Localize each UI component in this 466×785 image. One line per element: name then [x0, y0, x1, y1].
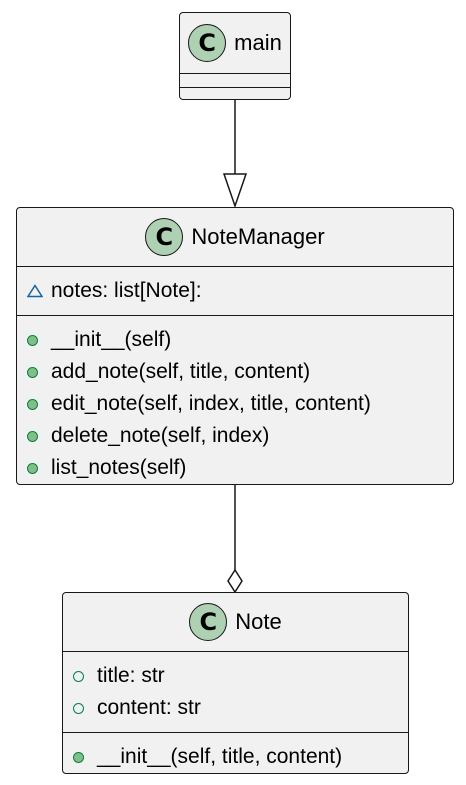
class-note-attributes: title: str content: str: [63, 652, 408, 732]
methods-divider: [63, 732, 408, 733]
methods-divider: [17, 315, 453, 316]
class-note[interactable]: C Note title: str content: str __init__(…: [62, 592, 409, 774]
attributes-divider: [180, 73, 290, 74]
public-field-icon: [73, 702, 91, 714]
method-row: edit_note(self, index, title, content): [27, 388, 453, 420]
package-visibility-icon: [27, 284, 45, 298]
class-note-manager-name: NoteManager: [191, 224, 325, 249]
class-note-manager-attributes: notes: list[Note]:: [17, 267, 453, 315]
class-main[interactable]: C main: [179, 12, 291, 100]
attributes-divider: [63, 651, 408, 652]
attribute-text: notes: list[Note]:: [51, 279, 202, 302]
aggregation-diamond: [227, 568, 243, 594]
attribute-text: content: str: [97, 696, 201, 719]
method-text: __init__(self): [51, 328, 172, 351]
public-method-icon: [27, 462, 45, 474]
method-row: delete_note(self, index): [27, 420, 453, 452]
method-row: __init__(self, title, content): [73, 741, 408, 773]
inheritance-arrowhead: [222, 173, 248, 209]
class-note-manager-methods: __init__(self) add_note(self, title, con…: [17, 316, 453, 484]
method-text: edit_note(self, index, title, content): [51, 392, 371, 415]
attribute-row: notes: list[Note]:: [27, 275, 453, 307]
attribute-text: title: str: [97, 664, 165, 687]
class-note-name: Note: [235, 609, 282, 634]
public-method-icon: [27, 366, 45, 378]
attribute-row: title: str: [73, 660, 408, 692]
method-row: list_notes(self): [27, 452, 453, 484]
class-badge-icon: C: [188, 24, 227, 62]
method-row: add_note(self, title, content): [27, 356, 453, 388]
methods-divider: [180, 87, 290, 88]
class-badge-icon: C: [189, 603, 228, 641]
class-note-manager-header: C NoteManager: [17, 208, 453, 266]
class-note-manager[interactable]: C NoteManager notes: list[Note]: __init_…: [16, 207, 454, 485]
public-method-icon: [27, 398, 45, 410]
method-text: add_note(self, title, content): [51, 360, 311, 383]
method-row: __init__(self): [27, 324, 453, 356]
class-note-header: C Note: [63, 593, 408, 651]
class-main-methods: [180, 88, 290, 101]
class-main-header: C main: [180, 13, 290, 73]
public-method-icon: [27, 430, 45, 442]
method-text: list_notes(self): [51, 456, 187, 479]
public-method-icon: [73, 751, 91, 763]
attributes-divider: [17, 266, 453, 267]
public-field-icon: [73, 670, 91, 682]
method-text: delete_note(self, index): [51, 424, 270, 447]
class-main-attributes: [180, 74, 290, 87]
method-text: __init__(self, title, content): [97, 745, 343, 768]
class-main-name: main: [234, 30, 282, 55]
public-method-icon: [27, 334, 45, 346]
attribute-row: content: str: [73, 692, 408, 724]
class-badge-icon: C: [145, 218, 184, 256]
class-note-methods: __init__(self, title, content): [63, 733, 408, 773]
